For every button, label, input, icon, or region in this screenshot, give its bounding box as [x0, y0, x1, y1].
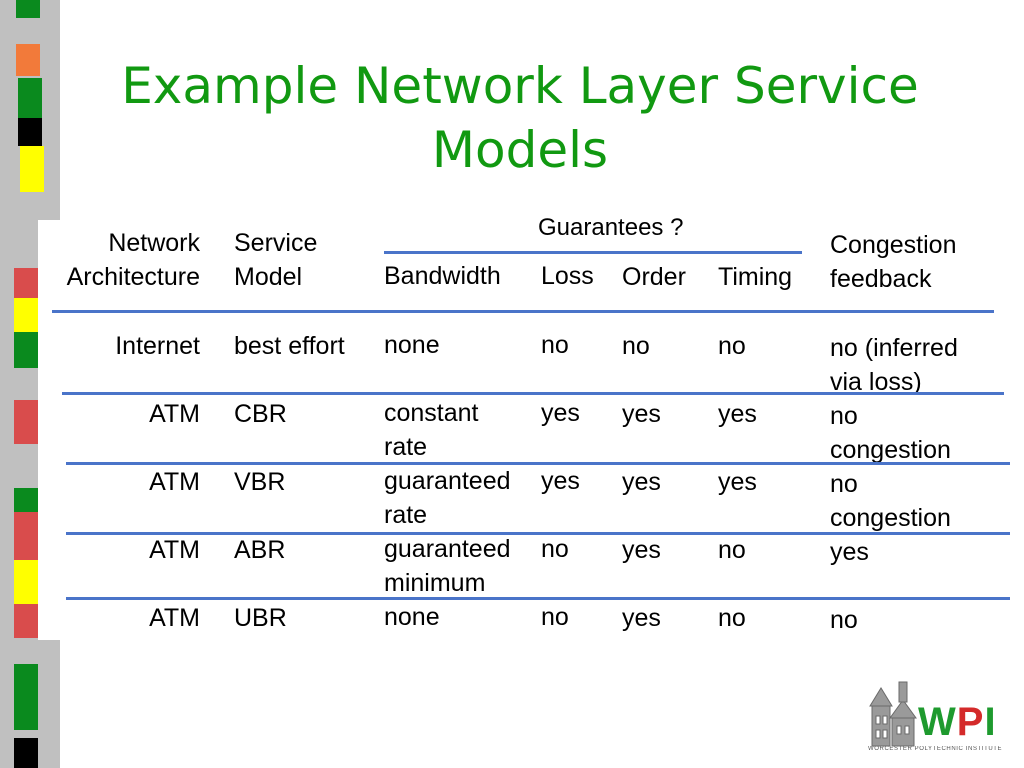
- stripe-block: [14, 512, 38, 560]
- cell-bandwidth-line2: minimum: [384, 569, 486, 597]
- stripe-block: [14, 738, 38, 768]
- cell-architecture: ATM: [149, 468, 200, 496]
- cell-loss: no: [541, 603, 569, 631]
- wpi-logo-text: WPI: [918, 700, 997, 744]
- stripe-block: [14, 268, 38, 298]
- cell-architecture: ATM: [149, 400, 200, 428]
- cell-bandwidth-line1: constant: [384, 399, 479, 427]
- header-bandwidth: Bandwidth: [384, 262, 501, 290]
- cell-timing: no: [718, 332, 746, 360]
- guarantees-rule: [384, 251, 802, 254]
- cell-service: UBR: [234, 604, 287, 632]
- cell-congestion-line1: no: [830, 470, 858, 498]
- cell-architecture: ATM: [149, 536, 200, 564]
- cell-congestion-line1: no: [830, 402, 858, 430]
- cell-order: yes: [622, 400, 661, 428]
- cell-order: yes: [622, 536, 661, 564]
- cell-bandwidth: none: [384, 603, 440, 631]
- cell-congestion: yes: [830, 538, 869, 566]
- header-congestion-feedback-line2: feedback: [830, 265, 932, 293]
- stripe-block: [18, 78, 42, 118]
- cell-order: yes: [622, 468, 661, 496]
- cell-service: best effort: [234, 332, 345, 360]
- row-rule: [66, 532, 1010, 535]
- cell-service: VBR: [234, 468, 286, 496]
- stripe-block: [14, 664, 38, 730]
- cell-timing: yes: [718, 468, 757, 496]
- slide-title: Example Network Layer Service Models: [80, 54, 960, 182]
- stripe-block: [14, 560, 38, 604]
- cell-timing: no: [718, 604, 746, 632]
- cell-service: CBR: [234, 400, 287, 428]
- header-order: Order: [622, 263, 686, 291]
- cell-architecture: ATM: [149, 604, 200, 632]
- header-service-model-line1: Service: [234, 229, 318, 257]
- cell-timing: yes: [718, 400, 757, 428]
- header-loss: Loss: [541, 262, 594, 290]
- stripe-block: [20, 146, 44, 192]
- header-service-model-line2: Model: [234, 263, 303, 291]
- cell-bandwidth-line2: rate: [384, 501, 428, 529]
- building-icon: [869, 681, 917, 747]
- header-congestion-feedback-line1: Congestion: [830, 231, 957, 259]
- wpi-logo: WPI WORCESTER POLYTECHNIC INSTITUTE: [866, 676, 1012, 760]
- cell-loss: no: [541, 535, 569, 563]
- guarantees-header: Guarantees ?: [538, 214, 684, 241]
- cell-bandwidth-line2: rate: [384, 433, 428, 461]
- cell-order: no: [622, 332, 650, 360]
- stripe-block: [16, 44, 40, 76]
- stripe-block: [14, 400, 38, 444]
- stripe-block: [14, 604, 38, 638]
- cell-architecture: Internet: [115, 332, 200, 360]
- cell-timing: no: [718, 536, 746, 564]
- cell-congestion-line2: congestion: [830, 504, 951, 532]
- cell-service: ABR: [234, 536, 286, 564]
- stripe-block: [16, 0, 40, 18]
- stripe-block: [14, 332, 38, 368]
- stripe-block: [14, 488, 38, 512]
- cell-bandwidth: none: [384, 331, 440, 359]
- cell-loss: no: [541, 331, 569, 359]
- cell-bandwidth-line1: guaranteed: [384, 467, 511, 495]
- header-timing: Timing: [718, 263, 793, 291]
- slide-title-line1: Example Network Layer Service: [121, 57, 919, 115]
- row-rule: [62, 392, 1004, 395]
- cell-congestion-line2: congestion: [830, 436, 951, 464]
- header-network-architecture-line2: Architecture: [66, 263, 200, 291]
- cell-bandwidth-line1: guaranteed: [384, 535, 511, 563]
- cell-loss: yes: [541, 399, 580, 427]
- row-rule: [66, 462, 1010, 465]
- stripe-block: [14, 298, 38, 332]
- header-network-architecture-line1: Network: [108, 229, 200, 257]
- cell-congestion: no: [830, 606, 858, 634]
- wpi-logo-subtext: WORCESTER POLYTECHNIC INSTITUTE: [868, 746, 1003, 752]
- row-rule: [66, 597, 1010, 600]
- cell-congestion-line2: via loss): [830, 368, 922, 396]
- cell-order: yes: [622, 604, 661, 632]
- cell-congestion-line1: no (inferred: [830, 334, 958, 362]
- slide-title-line2: Models: [431, 121, 609, 179]
- header-rule: [52, 310, 994, 313]
- stripe-block: [18, 118, 42, 146]
- cell-loss: yes: [541, 467, 580, 495]
